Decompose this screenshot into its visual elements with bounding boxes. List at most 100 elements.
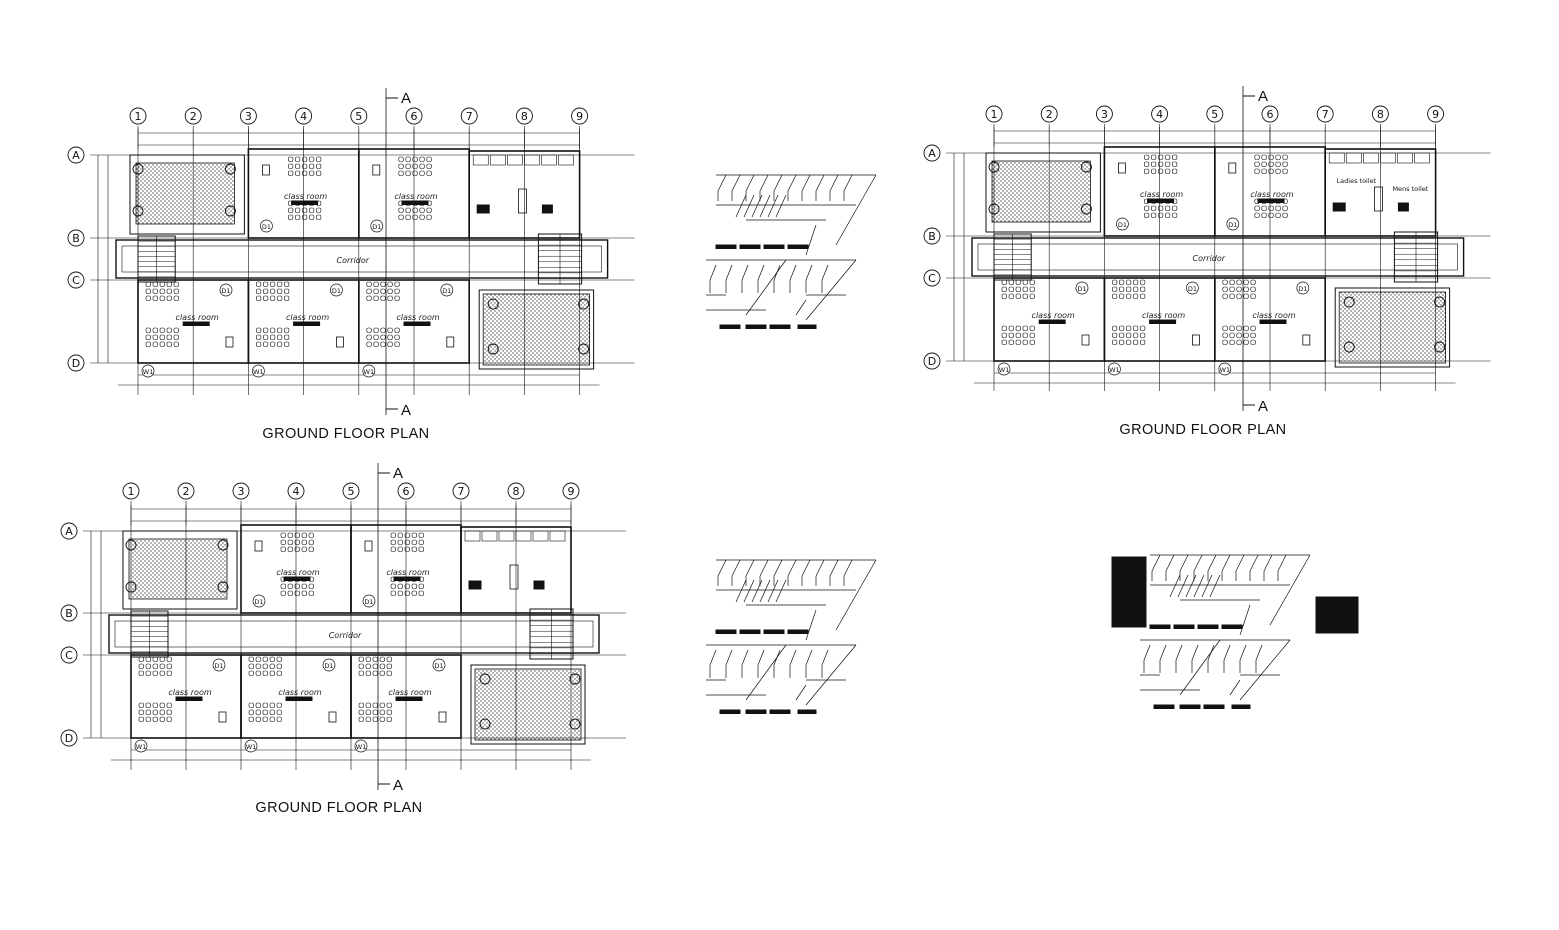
desk	[1119, 293, 1125, 299]
desk	[255, 709, 261, 715]
pipe-line	[775, 579, 787, 603]
desk	[394, 288, 400, 294]
pipe-line	[1201, 574, 1213, 598]
grid-label-9: 9	[568, 485, 575, 498]
desk	[390, 539, 396, 545]
window-tag: W1	[1109, 366, 1120, 374]
desk	[397, 590, 403, 596]
desk	[405, 214, 411, 220]
grid-label-A: A	[928, 147, 936, 160]
desk	[1236, 332, 1242, 338]
pipe-line	[1221, 554, 1231, 572]
door-tag: D1	[364, 598, 373, 606]
tree-symbol	[479, 718, 491, 730]
desk	[145, 334, 151, 340]
teacher-desk	[261, 164, 270, 176]
desk	[386, 656, 392, 662]
desk	[1172, 161, 1178, 167]
desk	[1229, 339, 1235, 345]
desk	[1229, 325, 1235, 331]
desk	[152, 295, 158, 301]
toilet-stall	[472, 154, 489, 166]
desk	[1222, 339, 1228, 345]
courtyard-paving-2	[474, 668, 582, 741]
pipe-line	[815, 174, 825, 192]
desk	[309, 156, 315, 162]
desk	[411, 539, 417, 545]
desk	[412, 214, 418, 220]
toilet-block	[468, 150, 581, 239]
courtyard-paving-2	[1338, 291, 1446, 364]
desk	[1236, 293, 1242, 299]
desk	[256, 334, 262, 340]
pipe-tag-bar	[745, 709, 767, 714]
grid-label-9: 9	[1432, 108, 1439, 121]
tree-symbol	[1080, 161, 1092, 173]
desk	[1022, 332, 1028, 338]
desk	[390, 532, 396, 538]
pipe-tag-bar	[745, 324, 767, 329]
desk	[159, 288, 165, 294]
desk	[145, 281, 151, 287]
desk	[166, 702, 172, 708]
desk	[1126, 339, 1132, 345]
desk	[301, 539, 307, 545]
grid-label-3: 3	[245, 110, 252, 123]
teacher-desk	[1302, 334, 1311, 346]
desk	[411, 532, 417, 538]
desk	[1112, 279, 1118, 285]
pipe-tag-bar	[1203, 704, 1225, 709]
desk	[152, 334, 158, 340]
pipe-line	[725, 649, 733, 666]
desk	[255, 670, 261, 676]
desk-group	[1222, 325, 1256, 345]
pipe-line	[743, 579, 755, 603]
pipe-line	[821, 649, 829, 666]
tree-symbol	[224, 163, 236, 175]
toilet-stall	[541, 154, 557, 166]
desk	[365, 656, 371, 662]
desk	[1158, 205, 1164, 211]
toilet-tag-bar	[476, 204, 490, 214]
desk	[1165, 168, 1171, 174]
ladies-toilet-label: Ladies toilet	[1337, 177, 1377, 185]
desk	[295, 170, 301, 176]
desk	[1250, 286, 1256, 292]
desk	[173, 281, 179, 287]
desk	[263, 334, 269, 340]
courtyard-paving	[128, 538, 228, 600]
desk	[1001, 286, 1007, 292]
desk	[145, 656, 151, 662]
desk	[138, 709, 144, 715]
pipe-line	[1223, 644, 1231, 661]
desk	[387, 281, 393, 287]
desk	[1222, 332, 1228, 338]
desk	[1229, 279, 1235, 285]
desk	[270, 334, 276, 340]
tree-symbol	[1434, 341, 1446, 353]
desk	[1236, 286, 1242, 292]
window-tag-bubble	[141, 364, 155, 378]
desk-group	[1001, 325, 1035, 345]
grid-bubble-2	[177, 482, 195, 500]
grid-bubble-5	[342, 482, 360, 500]
toilet-stall	[1363, 152, 1379, 164]
desk	[295, 156, 301, 162]
desk	[394, 334, 400, 340]
desk	[366, 334, 372, 340]
desk	[373, 281, 379, 287]
tree-symbol	[125, 581, 137, 593]
desk	[145, 709, 151, 715]
desk	[1144, 161, 1150, 167]
toilet-stall	[1328, 152, 1345, 164]
desk	[1008, 325, 1014, 331]
desk	[248, 663, 254, 669]
pipe-line	[1177, 574, 1189, 598]
desk	[1275, 154, 1281, 160]
desk	[397, 539, 403, 545]
grid-bubble-B	[923, 227, 941, 245]
desk	[166, 334, 172, 340]
grid-bubble-9	[562, 482, 580, 500]
teacher-desk	[1118, 162, 1126, 174]
